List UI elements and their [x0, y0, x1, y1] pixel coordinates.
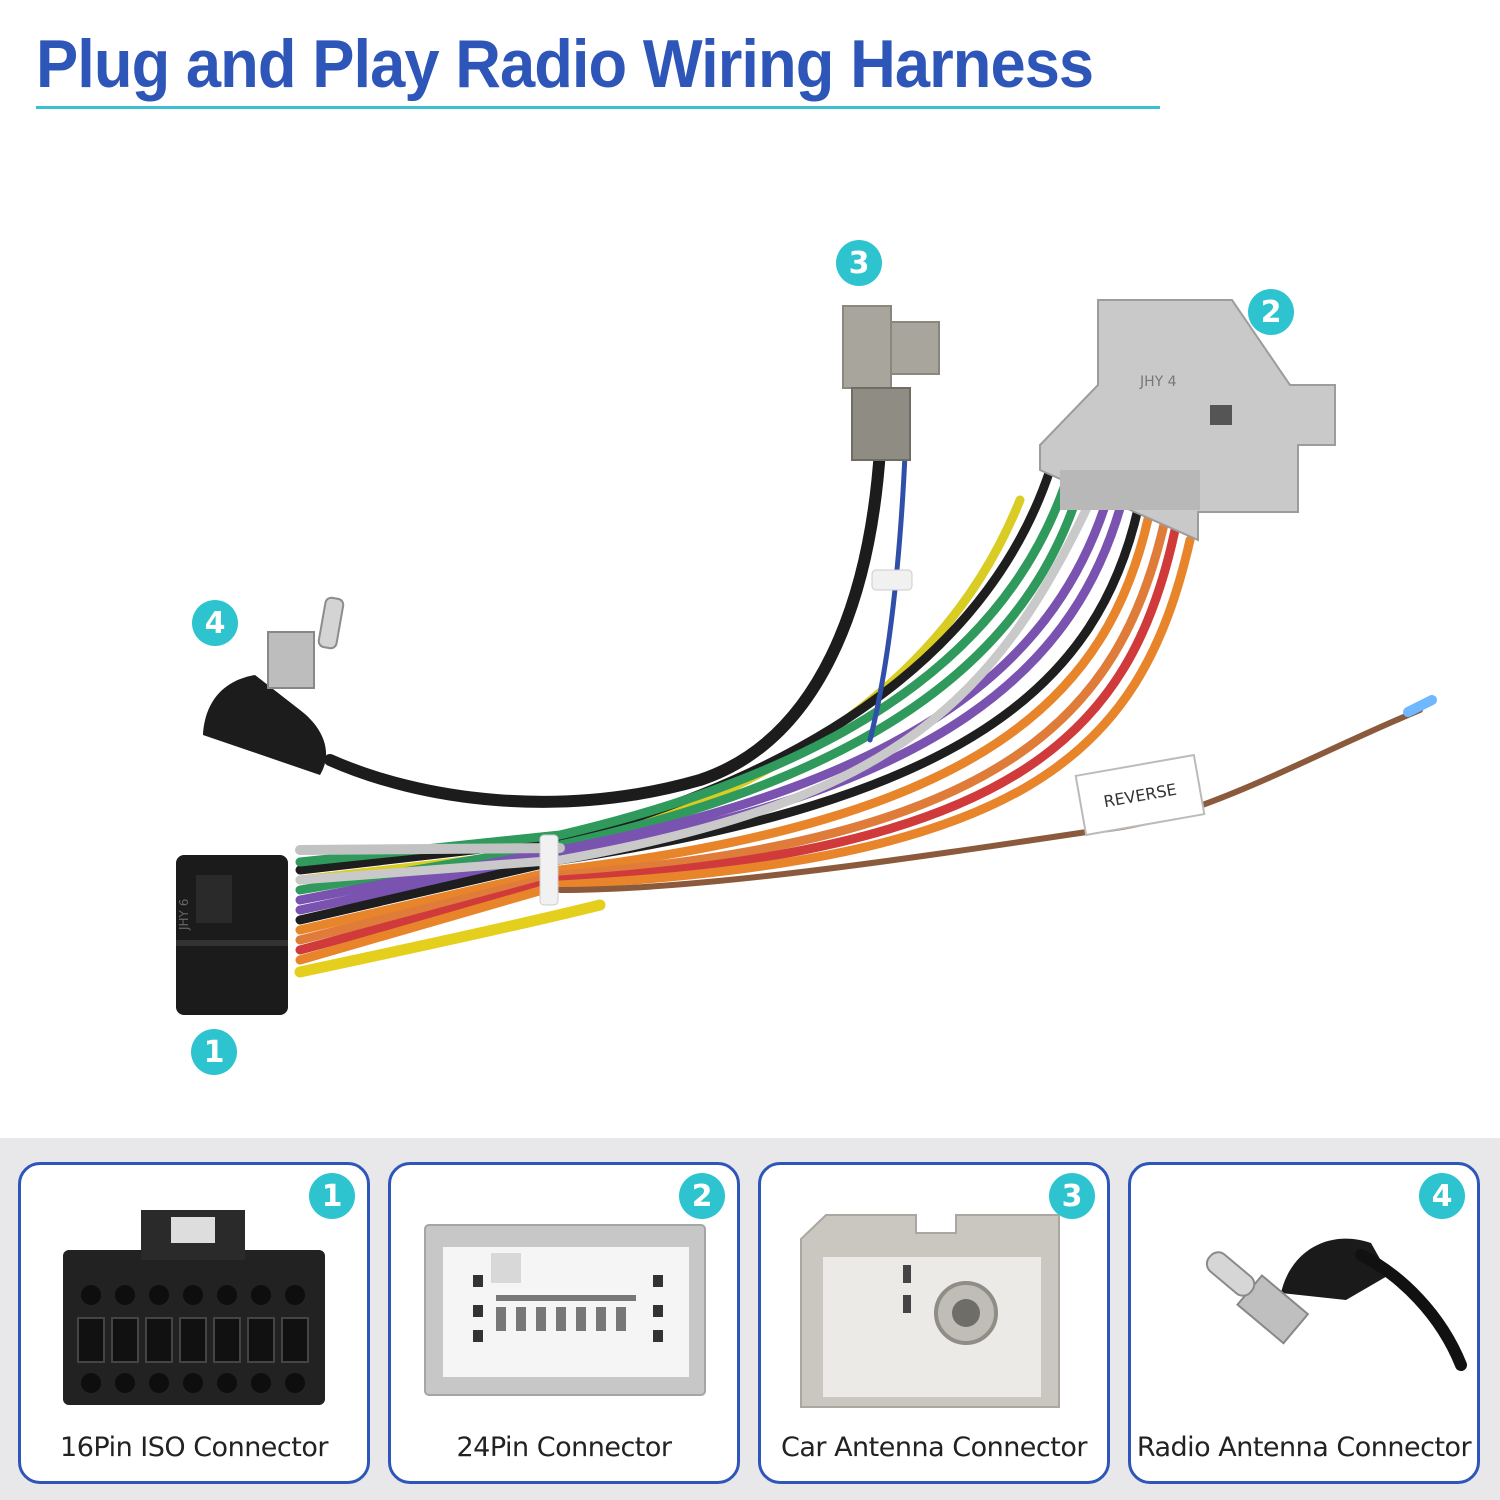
card-car-antenna: 3 Car Antenna Connector [758, 1162, 1110, 1484]
card-badge: 2 [679, 1173, 725, 1219]
radio-antenna-plug-photo [203, 596, 345, 775]
callout-4: 4 [192, 600, 238, 646]
callout-1: 1 [191, 1029, 237, 1075]
callout-3: 3 [836, 240, 882, 286]
card-badge: 4 [1419, 1173, 1465, 1219]
car-antenna-connector-photo [842, 305, 940, 461]
card-badge: 3 [1049, 1173, 1095, 1219]
24pin-connector-icon [424, 1224, 706, 1396]
card-24pin: 2 24Pin Connector [388, 1162, 740, 1484]
page-title: Plug and Play Radio Wiring Harness [36, 26, 1094, 102]
wiring-harness-photo: REVERSE JHY 6 JHY 4 [176, 299, 1437, 1015]
iso-connector-photo: JHY 6 [176, 855, 288, 1015]
card-radio-antenna: 4 Radio Antenna Connector [1128, 1162, 1480, 1484]
svg-text:JHY 6: JHY 6 [177, 899, 191, 931]
iso-connector-icon [63, 1210, 325, 1405]
card-label: Car Antenna Connector [781, 1432, 1087, 1463]
svg-text:JHY 4: JHY 4 [1139, 374, 1177, 390]
callout-2: 2 [1248, 289, 1294, 335]
24pin-connector-photo: JHY 4 [1039, 299, 1336, 542]
card-16pin-iso: 1 16Pin ISO Connector [18, 1162, 370, 1484]
card-label: 24Pin Connector [456, 1432, 673, 1463]
title-underline [36, 106, 1160, 109]
radio-antenna-connector-icon [1205, 1238, 1467, 1371]
car-antenna-connector-icon [800, 1214, 1060, 1408]
card-badge: 1 [309, 1173, 355, 1219]
card-label: 16Pin ISO Connector [60, 1432, 328, 1463]
card-label: Radio Antenna Connector [1136, 1432, 1472, 1463]
